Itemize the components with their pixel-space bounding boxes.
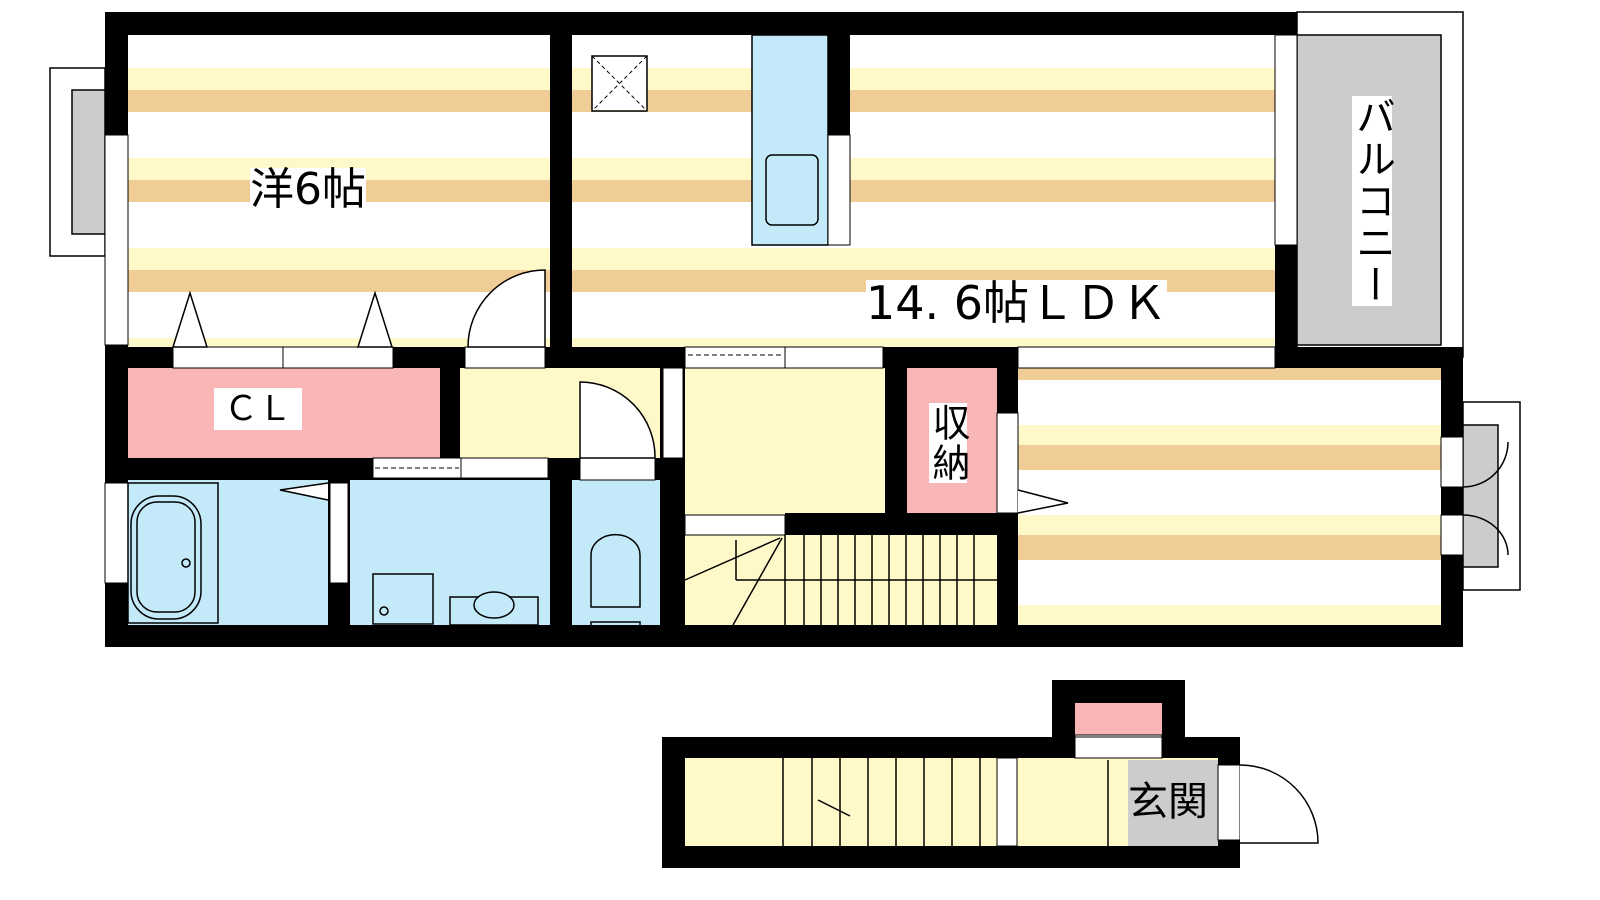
ventilation-icon <box>591 55 648 112</box>
bathtub-icon <box>127 482 219 624</box>
bedroom-label: 洋6帖 <box>250 164 366 215</box>
window[interactable] <box>1440 514 1464 556</box>
toilet-door[interactable] <box>579 381 656 481</box>
ldk-label: 14. 6帖ＬＤＫ <box>866 276 1168 330</box>
bathroom-window[interactable] <box>104 482 129 584</box>
balcony-label: バルコニー <box>1349 96 1395 306</box>
right-window-bay <box>1462 401 1521 591</box>
toilet-icon <box>590 533 641 628</box>
washing-machine-icon <box>372 573 434 625</box>
washbasin-icon <box>449 591 539 626</box>
hall2-floor <box>685 368 885 515</box>
entrance-label: 玄関 <box>1128 779 1208 825</box>
entrance-door[interactable] <box>1217 764 1241 841</box>
bedroom-window-bay <box>49 67 106 257</box>
window[interactable] <box>1440 436 1464 488</box>
storage-label: 収納 <box>926 403 970 483</box>
storage-door[interactable] <box>996 412 1019 514</box>
bedroom-door[interactable] <box>464 269 546 369</box>
kitchen-counter <box>751 34 829 246</box>
bathroom-door[interactable] <box>329 482 349 584</box>
bedroom-window[interactable] <box>104 134 129 346</box>
room2-floor <box>1018 368 1441 625</box>
closet-doors[interactable] <box>171 290 394 369</box>
ldk-partition-window <box>1017 346 1276 369</box>
closet-label: ＣＬ <box>214 388 302 430</box>
sink-icon <box>765 154 819 226</box>
staircase <box>684 514 997 626</box>
ldk-balcony-window[interactable] <box>1274 34 1298 246</box>
ground-floor <box>662 680 1319 868</box>
sliding-door[interactable] <box>684 346 786 369</box>
